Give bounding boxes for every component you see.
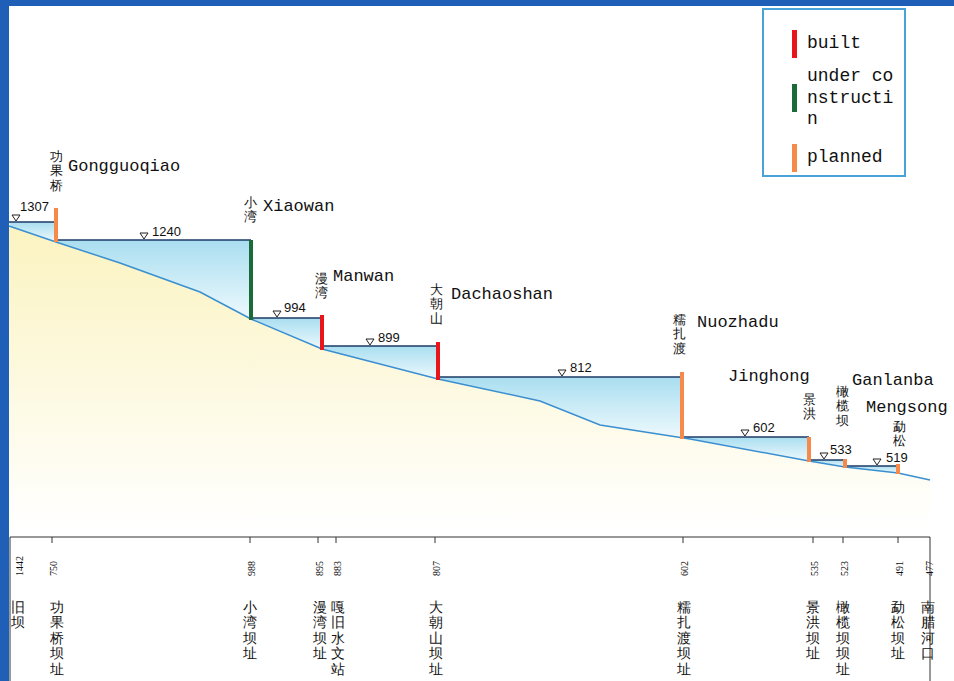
water-surface — [809, 459, 845, 461]
site-name: 嘎旧水文站 — [331, 600, 345, 677]
dam-name: 景洪 — [803, 393, 816, 422]
legend-box: built under constructin planned — [762, 8, 906, 177]
legend-text: under constructin — [807, 66, 902, 131]
valley-ground — [9, 226, 930, 530]
level-mark — [873, 459, 881, 465]
distance-number: 523 — [839, 561, 850, 576]
dam-name: 功果桥 — [50, 150, 63, 193]
site-name: 糯扎渡坝址 — [677, 600, 691, 677]
legend-item: built — [792, 30, 902, 58]
legend-swatch — [792, 84, 797, 112]
dam-bar — [896, 464, 900, 474]
level-mark — [558, 370, 566, 376]
water-level: 1240 — [152, 225, 181, 239]
water-level: 899 — [378, 331, 400, 345]
dam-name: Jinghong — [728, 368, 810, 387]
distance-number: 883 — [332, 561, 343, 576]
dam-name: Ganlanba — [852, 372, 934, 391]
legend-swatch — [792, 144, 797, 172]
level-mark — [140, 233, 148, 239]
dam-bar — [320, 315, 324, 350]
dam-name: Dachaoshan — [451, 286, 553, 305]
dam-bar — [249, 240, 253, 320]
distance-number: 895 — [314, 561, 325, 576]
slide-bar — [0, 0, 954, 6]
distance-number: 1442 — [14, 556, 25, 576]
reservoir — [438, 377, 682, 438]
dam-name: 勐松 — [893, 420, 906, 449]
dam-bar — [54, 208, 58, 242]
water-surface — [438, 376, 682, 378]
site-name: 勐松坝址 — [891, 600, 905, 662]
legend-swatch — [792, 30, 797, 58]
dam-name: Gongguoqiao — [68, 158, 180, 177]
water-surface — [845, 465, 898, 467]
water-level: 1307 — [20, 200, 49, 214]
water-level: 994 — [284, 301, 306, 315]
dam-name: 橄榄坝 — [836, 385, 849, 428]
level-mark — [273, 311, 281, 317]
site-name: 旧坝 — [11, 600, 25, 631]
legend-item: planned — [792, 144, 902, 172]
dam-bar — [436, 342, 440, 380]
level-mark — [366, 339, 374, 345]
water-surface — [682, 436, 809, 438]
dam-name: 小湾 — [244, 196, 257, 225]
distance-number: 807 — [431, 561, 442, 576]
water-surface — [56, 239, 251, 241]
dam-bar — [843, 459, 847, 468]
distance-number: 750 — [48, 561, 59, 576]
water-surface — [322, 345, 438, 347]
site-name: 橄榄坝坝址 — [836, 600, 850, 677]
level-mark — [741, 430, 749, 436]
distance-number: 602 — [679, 561, 690, 576]
dam-bar — [807, 437, 811, 462]
dam-name: 大朝山 — [430, 283, 443, 326]
river-profile — [9, 208, 930, 530]
site-name: 漫湾坝址 — [313, 600, 327, 662]
dam-bar — [680, 372, 684, 439]
distance-number: 988 — [246, 561, 257, 576]
water-level: 602 — [753, 421, 775, 435]
dam-name: 漫湾 — [315, 272, 328, 301]
site-name: 功果桥坝址 — [50, 600, 64, 677]
site-name: 南腊河口 — [921, 600, 935, 662]
dam-name: Manwan — [333, 268, 394, 287]
legend-item: under constructin — [792, 66, 902, 131]
distance-number: 491 — [894, 561, 905, 576]
distance-number: 477 — [924, 561, 935, 576]
water-surface — [251, 317, 322, 319]
dam-name: Mengsong — [866, 399, 948, 418]
dam-name: 糯扎渡 — [673, 313, 686, 356]
water-level: 519 — [886, 451, 908, 465]
legend-text: planned — [807, 147, 902, 169]
level-mark — [820, 453, 828, 459]
site-name: 景洪坝址 — [806, 600, 820, 662]
slide-bar — [0, 0, 9, 681]
water-level: 812 — [570, 361, 592, 375]
distance-number: 535 — [809, 561, 820, 576]
level-mark — [12, 215, 20, 221]
site-name: 大朝山坝址 — [429, 600, 443, 677]
dam-name: Xiaowan — [263, 198, 334, 217]
distance-axis — [10, 537, 930, 681]
river-bed — [9, 226, 930, 480]
legend-text: built — [807, 33, 902, 55]
site-name: 小湾坝址 — [243, 600, 257, 662]
dam-name: Nuozhadu — [697, 314, 779, 333]
water-level: 533 — [830, 443, 852, 457]
